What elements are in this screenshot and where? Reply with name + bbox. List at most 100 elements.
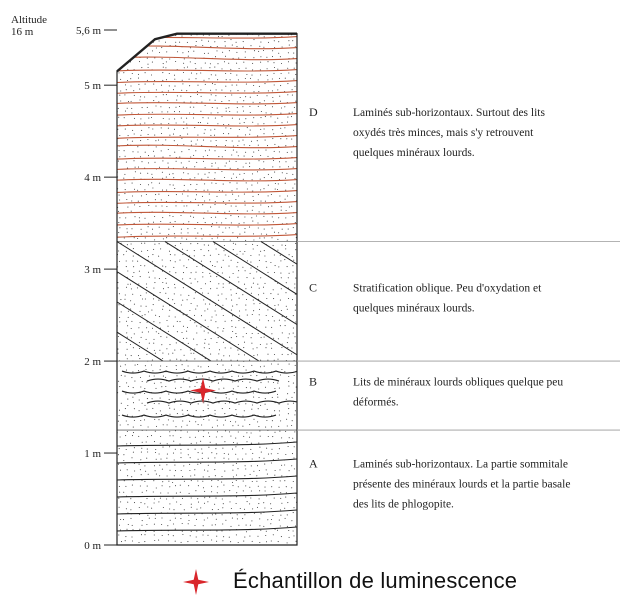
unit-description-line: des lits de phlogopite. — [353, 499, 454, 511]
stipple-dot — [217, 237, 219, 239]
stipple-dot — [221, 190, 223, 192]
stipple-dot — [167, 90, 169, 92]
stipple-dot — [168, 72, 170, 75]
unit-description-line: Lits de minéraux lourds obliques quelque… — [353, 377, 563, 389]
stipple-dot — [147, 200, 149, 202]
stipple-dot — [187, 55, 189, 57]
stipple-dot — [126, 348, 128, 350]
stipple-dot — [223, 462, 225, 465]
stipple-dot — [295, 304, 297, 306]
unit-letter: D — [309, 105, 318, 119]
stipple-dot — [158, 316, 160, 318]
stipple-dot — [176, 320, 178, 322]
stipple-dot — [242, 415, 244, 417]
stipple-dot — [137, 77, 140, 79]
stipple-dot — [196, 344, 198, 346]
stipple-dot — [188, 259, 190, 261]
stipple-dot — [168, 173, 171, 175]
stipple-dot — [271, 347, 273, 349]
stipple-dot — [250, 267, 252, 269]
stipple-dot — [186, 41, 188, 43]
stipple-dot — [250, 261, 252, 263]
unit-letter: B — [309, 375, 317, 389]
stipple-dot — [264, 463, 266, 465]
oxidized-lamina — [117, 35, 297, 39]
stipple-dot — [260, 31, 261, 32]
stipple-dot — [118, 415, 120, 417]
stipple-dot — [242, 46, 245, 48]
stipple-dot — [258, 211, 260, 213]
stipple-dot — [281, 46, 283, 48]
stipple-dot — [130, 85, 132, 87]
stipple-dot — [153, 100, 155, 102]
stipple-dot — [124, 375, 126, 377]
stipple-dot — [270, 453, 272, 455]
stipple-dot — [257, 194, 259, 196]
stipple-dot — [225, 298, 227, 300]
stipple-dot — [287, 52, 289, 54]
stipple-dot — [210, 216, 212, 219]
stipple-dot — [126, 414, 129, 416]
stipple-dot — [134, 171, 136, 173]
stipple-dot — [133, 333, 135, 335]
stipple-dot — [161, 259, 163, 261]
stipple-dot — [186, 431, 188, 433]
sand-stipple — [117, 31, 297, 544]
stipple-dot — [210, 134, 212, 136]
stipple-dot — [274, 121, 276, 123]
stipple-dot — [154, 451, 157, 454]
stipple-dot — [237, 385, 239, 387]
stipple-dot — [179, 398, 182, 400]
stipple-dot — [260, 117, 262, 119]
stipple-dot — [224, 211, 226, 213]
stipple-dot — [193, 255, 195, 257]
stipple-dot — [246, 260, 248, 262]
stipple-dot — [256, 506, 259, 508]
stipple-dot — [274, 143, 276, 145]
stipple-dot — [130, 517, 132, 519]
stipple-dot — [291, 89, 293, 91]
stipple-dot — [180, 469, 182, 472]
stipple-dot — [278, 319, 280, 321]
stipple-dot — [228, 536, 230, 538]
stipple-dot — [162, 34, 164, 36]
stipple-dot — [118, 116, 120, 118]
stipple-dot — [223, 424, 225, 426]
stipple-dot — [271, 227, 273, 229]
stipple-dot — [182, 71, 185, 74]
stipple-dot — [204, 83, 206, 85]
stipple-dot — [155, 314, 157, 316]
stipple-dot — [295, 321, 297, 323]
stipple-dot — [127, 68, 129, 70]
stipple-dot — [194, 278, 196, 280]
stipple-dot — [145, 338, 147, 340]
stipple-dot — [180, 162, 182, 164]
stipple-dot — [197, 485, 199, 487]
stipple-dot — [159, 497, 161, 499]
stipple-dot — [252, 205, 254, 207]
stipple-dot — [277, 183, 279, 185]
stipple-dot — [190, 282, 192, 284]
oxidized-lamina — [117, 112, 297, 116]
stipple-dot — [237, 468, 239, 470]
stipple-dot — [189, 319, 191, 321]
stipple-dot — [152, 270, 154, 272]
stipple-dot — [125, 448, 127, 451]
stipple-dot — [211, 265, 214, 267]
stipple-dot — [229, 407, 231, 410]
stipple-dot — [162, 308, 164, 310]
stipple-dot — [126, 244, 128, 246]
stipple-dot — [235, 409, 237, 411]
stipple-dot — [119, 227, 121, 229]
stipple-dot — [175, 122, 177, 124]
stipple-dot — [266, 95, 268, 97]
stipple-dot — [223, 250, 225, 252]
stipple-dot — [264, 398, 266, 400]
stipple-dot — [140, 233, 142, 235]
stipple-dot — [200, 228, 202, 230]
stipple-dot — [221, 476, 223, 478]
stipple-dot — [196, 90, 198, 93]
stipple-dot — [236, 496, 238, 498]
stipple-dot — [263, 211, 265, 213]
